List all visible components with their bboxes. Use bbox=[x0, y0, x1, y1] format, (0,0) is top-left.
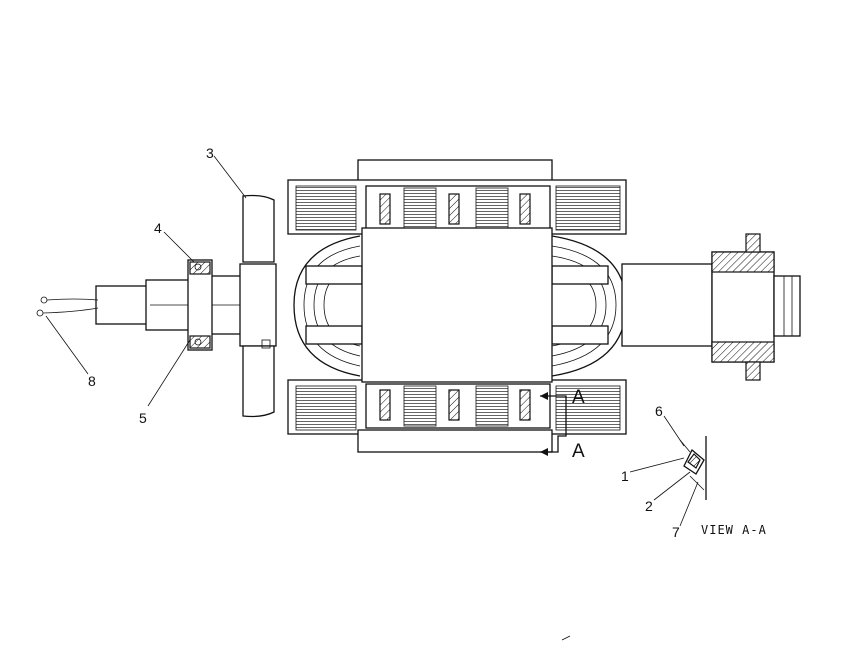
callout-5: 5 bbox=[139, 410, 147, 426]
leader-lines bbox=[45, 155, 699, 527]
callout-6: 6 bbox=[655, 403, 663, 419]
fan-blade bbox=[242, 194, 275, 418]
callout-4: 4 bbox=[154, 220, 162, 236]
rotor-core bbox=[361, 227, 553, 383]
view-label: VIEW A-A bbox=[701, 523, 767, 537]
lead-wires bbox=[36, 296, 99, 317]
left-shaft bbox=[95, 263, 277, 347]
bearing-nut bbox=[187, 259, 213, 351]
callout-2: 2 bbox=[645, 498, 653, 514]
detail-view-a-a bbox=[679, 436, 707, 500]
upper-pole-assembly bbox=[287, 159, 627, 235]
stray-mark bbox=[561, 635, 571, 641]
lower-pole-assembly bbox=[287, 379, 627, 453]
left-end-coil bbox=[293, 235, 363, 377]
section-label-upper: A bbox=[572, 387, 585, 408]
callout-7: 7 bbox=[672, 524, 680, 540]
right-end-coil bbox=[551, 235, 627, 377]
right-shaft bbox=[621, 233, 801, 381]
callout-1: 1 bbox=[621, 468, 629, 484]
section-indicator bbox=[540, 392, 567, 456]
callout-3: 3 bbox=[206, 145, 214, 161]
callout-8: 8 bbox=[88, 373, 96, 389]
section-label-lower: A bbox=[572, 441, 585, 462]
